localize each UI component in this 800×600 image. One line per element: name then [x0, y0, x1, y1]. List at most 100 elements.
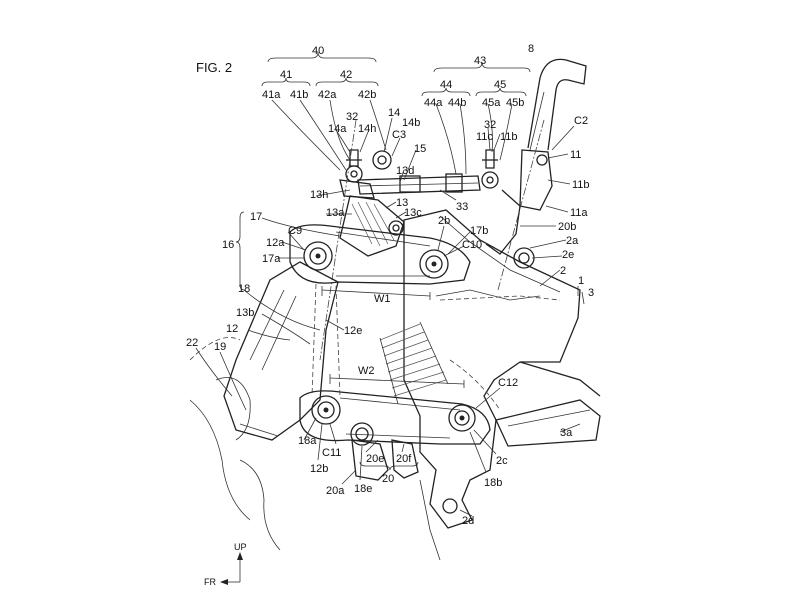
pivot-18e	[350, 422, 374, 446]
left-bolt-assembly	[339, 149, 392, 199]
front-wheel-outline	[189, 337, 501, 561]
brace-40	[267, 51, 377, 63]
label-11c: 11c	[476, 131, 493, 143]
leader-lines	[195, 99, 585, 517]
dimension-w2	[329, 374, 465, 388]
steering-post-right	[485, 119, 553, 291]
reference-labels: 40 41 42 41a 41b 42a 42b 43 44 45 44a 44…	[186, 43, 594, 527]
label-8: 8	[528, 43, 534, 55]
label-32-left: 32	[346, 111, 358, 123]
brace-20	[359, 461, 419, 471]
label-2c: 2c	[496, 455, 508, 467]
label-45b: 45b	[506, 97, 524, 109]
label-18b: 18b	[484, 477, 502, 489]
label-42a: 42a	[318, 89, 337, 101]
label-C11: C11	[322, 447, 341, 459]
label-42b: 42b	[358, 89, 376, 101]
label-17: 17	[250, 211, 262, 223]
label-2: 2	[560, 265, 566, 277]
upper-arm	[289, 224, 471, 285]
label-2b: 2b	[438, 215, 450, 227]
label-41b: 41b	[290, 89, 308, 101]
label-2e: 2e	[562, 249, 574, 261]
brace-45	[475, 87, 527, 97]
pivot-c9	[303, 241, 333, 271]
label-13d: 13d	[396, 165, 414, 177]
brace-43	[433, 61, 531, 73]
label-3a: 3a	[560, 427, 573, 439]
label-42: 42	[340, 69, 352, 81]
label-1: 1	[578, 275, 584, 287]
main-frame	[403, 209, 581, 529]
handlebar	[527, 58, 587, 151]
label-12e: 12e	[344, 325, 362, 337]
pivot-c12	[448, 404, 476, 432]
label-15: 15	[414, 143, 426, 155]
right-bolt-assembly	[481, 149, 499, 189]
label-12b: 12b	[310, 463, 328, 475]
pivot-c10	[419, 249, 449, 279]
label-11b: 11b	[572, 179, 590, 191]
pivot-2d	[442, 498, 458, 514]
pivot-2e	[513, 247, 535, 269]
label-16: 16	[222, 239, 234, 251]
label-2a: 2a	[566, 235, 579, 247]
label-11a: 11a	[570, 207, 588, 219]
label-45a: 45a	[482, 97, 501, 109]
label-12: 12	[226, 323, 238, 335]
label-20: 20	[382, 473, 394, 485]
direction-indicator: UP FR	[204, 542, 247, 587]
label-13c: 13c	[404, 207, 422, 219]
label-19: 19	[214, 341, 226, 353]
linkage-rod	[357, 173, 481, 195]
label-41a: 41a	[262, 89, 281, 101]
label-13a: 13a	[326, 207, 345, 219]
label-14b: 14b	[402, 117, 420, 129]
label-C2: C2	[574, 115, 588, 127]
label-43: 43	[474, 55, 486, 67]
label-14a: 14a	[328, 123, 347, 135]
label-18a: 18a	[298, 435, 317, 447]
label-44a: 44a	[424, 97, 443, 109]
fr-label: FR	[204, 577, 216, 587]
label-C9: C9	[288, 225, 302, 237]
label-18: 18	[238, 283, 250, 295]
label-45: 45	[494, 79, 506, 91]
label-17a: 17a	[262, 253, 281, 265]
figure-title: FIG. 2	[196, 60, 232, 75]
label-13: 13	[396, 197, 408, 209]
label-14: 14	[388, 107, 400, 119]
label-41: 41	[280, 69, 292, 81]
label-14h: 14h	[358, 123, 376, 135]
label-C3: C3	[392, 129, 406, 141]
label-32-right: 32	[484, 119, 496, 131]
pivot-c11	[311, 395, 341, 425]
label-44b: 44b	[448, 97, 466, 109]
label-20e: 20e	[366, 453, 384, 465]
label-2d: 2d	[462, 515, 474, 527]
label-C12: C12	[498, 377, 518, 389]
label-W2: W2	[358, 365, 375, 377]
label-3: 3	[588, 287, 594, 299]
brace-42	[315, 77, 379, 87]
label-20a: 20a	[326, 485, 345, 497]
label-20b: 20b	[558, 221, 576, 233]
label-13b: 13b	[236, 307, 254, 319]
lower-arm	[299, 390, 491, 445]
brace-16	[235, 211, 245, 291]
swing-arm	[495, 361, 601, 447]
label-W1: W1	[374, 293, 391, 305]
up-label: UP	[234, 542, 247, 552]
front-arrow-icon	[220, 579, 228, 585]
label-44: 44	[440, 79, 452, 91]
shock-spring	[379, 321, 449, 405]
label-11: 11	[570, 149, 581, 161]
label-13h: 13h	[310, 189, 328, 201]
dimension-w1	[321, 286, 431, 300]
label-12a: 12a	[266, 237, 285, 249]
label-C10: C10	[462, 239, 482, 251]
label-20f: 20f	[396, 453, 412, 465]
label-18e: 18e	[354, 483, 372, 495]
